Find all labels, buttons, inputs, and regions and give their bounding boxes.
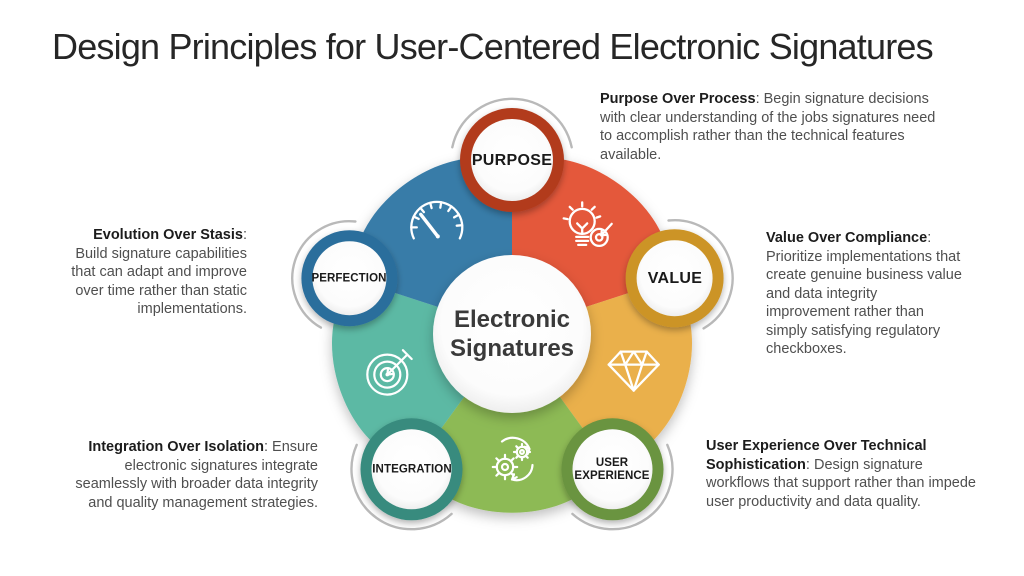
node-face-purpose xyxy=(471,119,553,201)
callout-purpose: Purpose Over Process: Begin signature de… xyxy=(600,90,936,164)
callout-user-experience-heading: User Experience Over Technical Sophistic… xyxy=(706,438,927,473)
node-label-purpose: PURPOSE xyxy=(471,152,553,169)
node-label-integration: INTEGRATION xyxy=(372,463,452,476)
accent-arc-perfection xyxy=(291,219,357,329)
accent-arc-user-experience xyxy=(571,443,674,531)
callout-separator: : xyxy=(805,456,814,473)
callout-evolution: Evolution Over Stasis: Build signature c… xyxy=(71,226,247,319)
center-hub xyxy=(433,255,591,413)
callout-separator: : xyxy=(263,439,273,455)
callout-integration-heading: Integration Over Isolation xyxy=(88,439,264,455)
accent-arc-integration xyxy=(350,443,453,531)
center-circle xyxy=(433,255,591,413)
accent-arc-value xyxy=(667,218,734,330)
callout-user-experience: User Experience Over Technical Sophistic… xyxy=(706,437,978,511)
callout-value-heading: Value Over Compliance xyxy=(766,230,928,246)
callout-evolution-body: Build signature capabilities that can ad… xyxy=(71,245,247,318)
node-face-integration xyxy=(371,429,452,510)
node-circles xyxy=(301,108,724,521)
node-face-perfection xyxy=(312,241,387,316)
callout-purpose-body: Begin signature decisions with clear und… xyxy=(600,91,936,163)
node-label-perfection: PERFECTION xyxy=(311,272,387,285)
callout-integration-body: Ensure electronic signatures integrate s… xyxy=(75,439,318,511)
wedge-user-experience xyxy=(415,331,609,513)
callout-separator: : xyxy=(927,230,932,246)
node-label-user-experience: USER EXPERIENCE xyxy=(574,457,650,482)
callout-value: Value Over Compliance: Prioritize implem… xyxy=(766,229,962,359)
accent-arcs xyxy=(291,97,734,531)
page-title: Design Principles for User-Centered Elec… xyxy=(52,26,934,67)
callout-user-experience-body: Design signature workflows that support … xyxy=(706,456,976,510)
callout-separator: : xyxy=(242,227,247,243)
callout-purpose-heading: Purpose Over Process xyxy=(600,91,756,107)
node-label-value: VALUE xyxy=(647,270,703,287)
node-face-value xyxy=(636,240,713,317)
center-label: Electronic Signatures xyxy=(449,306,575,362)
callout-value-body: Prioritize implementations that create g… xyxy=(766,248,962,358)
callout-separator: : xyxy=(755,91,764,107)
node-face-user-experience xyxy=(572,429,653,510)
callout-evolution-heading: Evolution Over Stasis xyxy=(93,227,243,243)
callout-integration: Integration Over Isolation: Ensure elect… xyxy=(52,438,318,512)
accent-arc-purpose xyxy=(451,97,573,149)
